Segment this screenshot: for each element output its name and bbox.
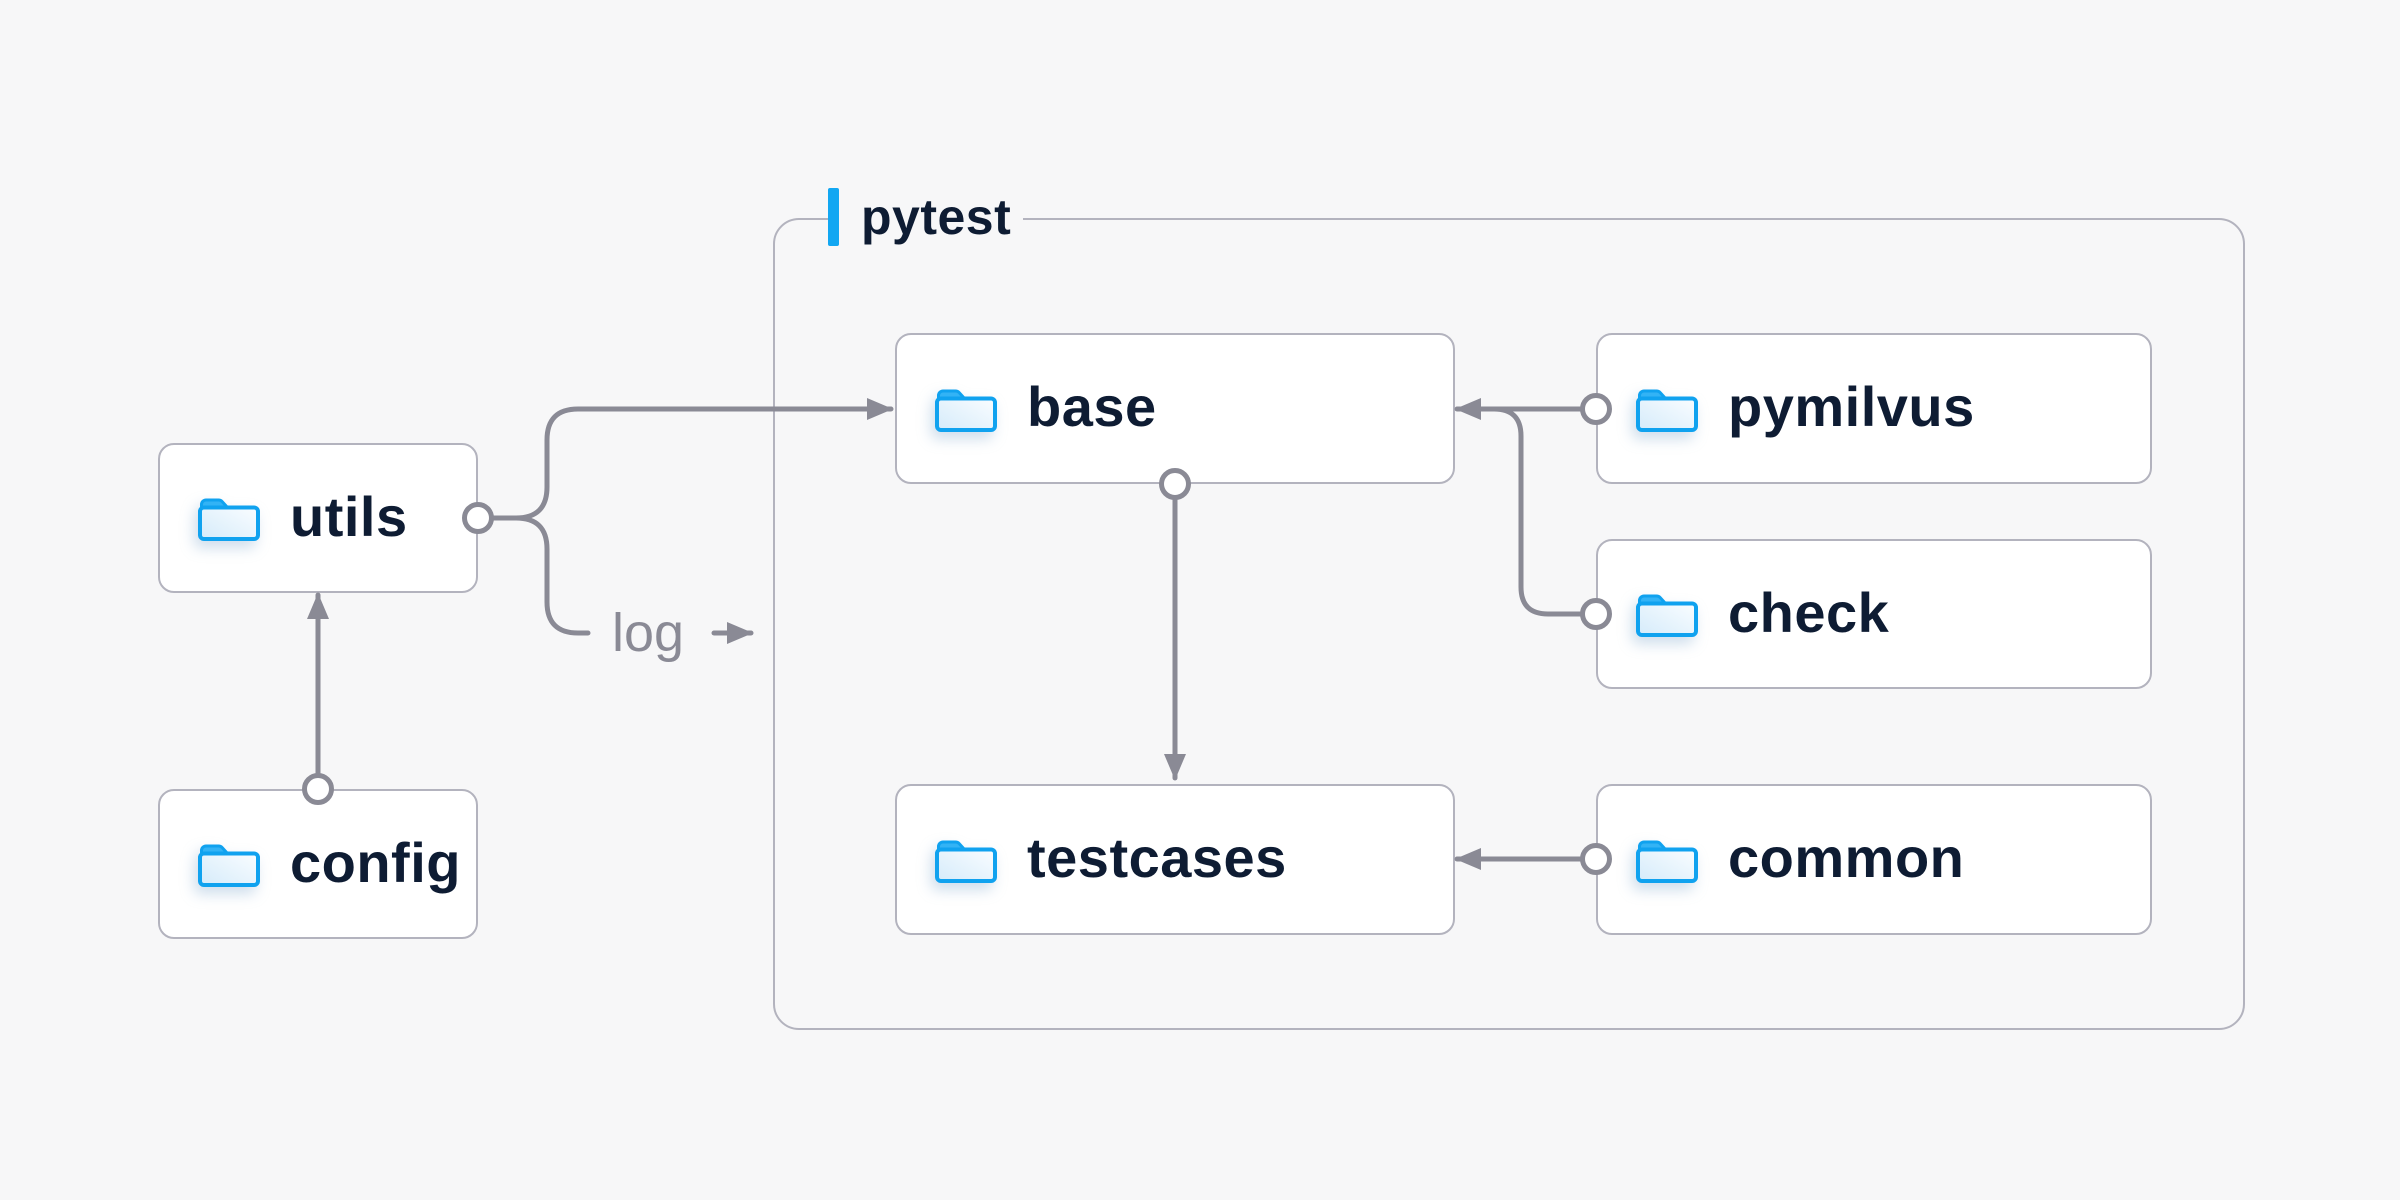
node-testcases: testcases [895,784,1455,935]
node-label: pymilvus [1728,375,1975,438]
node-check: check [1596,539,2152,689]
edge-label-log: log [611,603,685,663]
folder-icon [1634,589,1700,639]
node-label: base [1027,375,1157,438]
node-base: base [895,333,1455,484]
folder-icon [933,835,999,885]
pytest-group-label-text: pytest [861,189,1012,245]
pytest-group-label: pytest [828,186,1024,248]
edge-config-utils [302,592,334,805]
node-label: testcases [1027,826,1287,889]
node-utils: utils [158,443,478,593]
node-common: common [1596,784,2152,935]
node-label: common [1728,826,1965,889]
folder-icon [196,839,262,889]
folder-icon [933,384,999,434]
node-config: config [158,789,478,939]
node-label: check [1728,580,1890,644]
folder-icon [1634,835,1700,885]
node-label: config [290,830,461,894]
node-pymilvus: pymilvus [1596,333,2152,484]
folder-icon [1634,384,1700,434]
folder-icon [196,493,262,543]
pytest-group-container [773,218,2245,1030]
node-label: utils [290,484,408,548]
accent-bar [828,188,839,246]
